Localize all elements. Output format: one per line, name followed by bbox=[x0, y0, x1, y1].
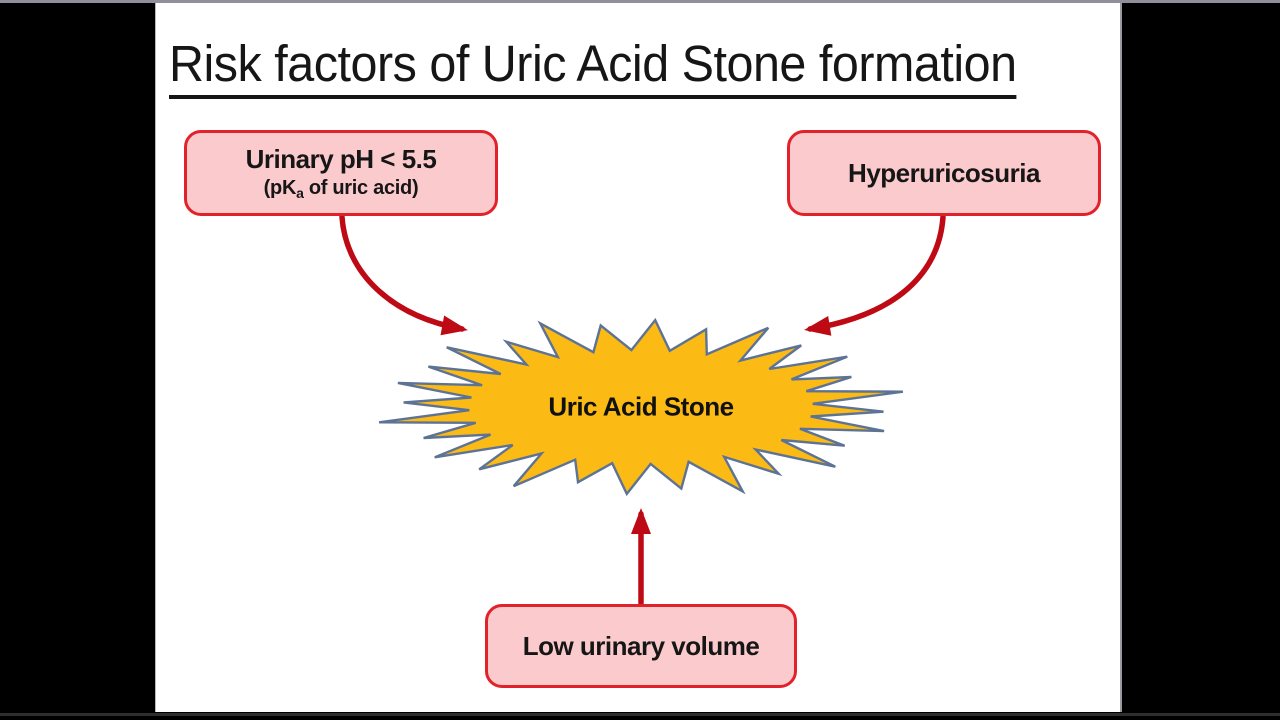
risk-box-urinary-ph-subtitle: (pKa of uric acid) bbox=[264, 177, 419, 201]
risk-box-hyperuricosuria-label: Hyperuricosuria bbox=[848, 157, 1040, 188]
subtitle-subscript: a bbox=[296, 184, 304, 201]
subtitle-prefix: (pK bbox=[263, 176, 297, 199]
page-title: Risk factors of Uric Acid Stone formatio… bbox=[169, 35, 1061, 99]
bottom-edge-strip bbox=[0, 713, 1280, 716]
uric-acid-stone-label: Uric Acid Stone bbox=[548, 391, 734, 422]
arrow-from-hyperuricosuria bbox=[804, 214, 946, 336]
risk-box-urinary-ph-title: Urinary pH < 5.5 bbox=[245, 144, 437, 174]
risk-box-low-urinary-volume: Low urinary volume bbox=[485, 604, 797, 688]
page-title-text: Risk factors of Uric Acid Stone formatio… bbox=[169, 35, 1017, 99]
top-edge-strip bbox=[0, 0, 1280, 3]
arrow-from-urinary-ph bbox=[339, 214, 468, 336]
slide: Risk factors of Uric Acid Stone formatio… bbox=[155, 3, 1122, 712]
risk-box-hyperuricosuria: Hyperuricosuria bbox=[787, 130, 1101, 216]
risk-box-low-urinary-volume-label: Low urinary volume bbox=[522, 630, 760, 661]
risk-box-urinary-ph: Urinary pH < 5.5 (pKa of uric acid) bbox=[184, 130, 498, 216]
subtitle-suffix: of uric acid) bbox=[303, 176, 419, 199]
